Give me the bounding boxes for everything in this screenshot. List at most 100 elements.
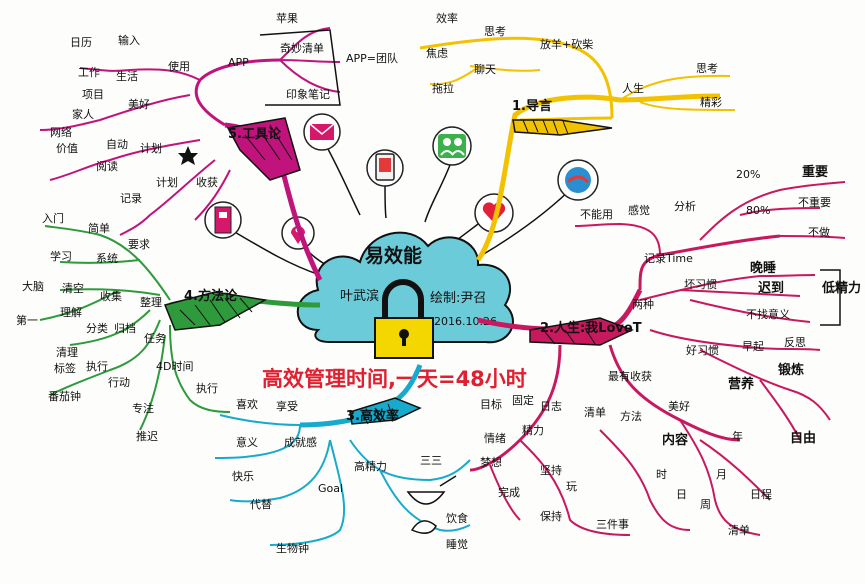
method-item-17: 番茄钟: [48, 389, 81, 403]
life-item-17: 反思: [784, 336, 806, 349]
branch-life-label: 2.人生:我LoveT: [540, 320, 642, 336]
tools-item-15: 网络: [50, 125, 72, 139]
life-item-25: 年: [732, 429, 743, 443]
intro-item-3: 聊天: [474, 62, 496, 76]
intro-item-2: 焦虑: [426, 47, 448, 60]
center-author: 叶武滨: [340, 288, 379, 304]
method-item-14: 标签: [54, 361, 76, 375]
headline: 高效管理时间,一天=48小时: [262, 367, 527, 391]
method-item-20: 行动: [108, 376, 130, 389]
life-item-0: 不能用: [580, 207, 613, 221]
eff-item-4: 快乐: [232, 470, 254, 483]
life-item-19: 锻炼: [778, 362, 804, 378]
tools-item-12: 价值: [56, 142, 78, 155]
branch-tools-label: 5.工具论: [228, 126, 282, 142]
life-item-5: 重要: [802, 164, 828, 180]
life-item-43: 三件事: [596, 518, 629, 531]
center-note-by: 绘制:尹召: [430, 291, 486, 306]
intro-item-9: 精彩: [700, 96, 722, 109]
sleep-icon: [410, 520, 437, 534]
bowl-icon: [406, 475, 457, 505]
tools-item-13: 美好: [128, 97, 150, 111]
tools-item-20: 收获: [196, 175, 218, 189]
method-item-9: 理解: [60, 305, 82, 319]
method-item-6: 清空: [62, 281, 84, 295]
life-item-7: 不做: [808, 225, 830, 239]
tools-item-16: 阅读: [96, 159, 118, 173]
life-item-12: 迟到: [758, 281, 784, 296]
phone-icon: [366, 149, 404, 187]
eff-item-9: 三三: [420, 454, 442, 467]
method-item-3: 学习: [50, 249, 72, 263]
center-cloud: 易效能 叶武滨 绘制:尹召 2016.10.26: [296, 231, 514, 344]
dish-icon: [557, 159, 599, 201]
life-item-15: 好习惯: [686, 343, 719, 357]
life-item-24: 内容: [662, 432, 688, 448]
life-item-6: 不重要: [798, 195, 831, 209]
method-item-2: 要求: [128, 238, 150, 251]
method-item-12: 分类: [86, 321, 108, 335]
tools-item-17: 计划: [140, 142, 162, 155]
life-item-21: 最有收获: [608, 369, 652, 383]
intro-item-1: 思考: [484, 25, 506, 38]
method-item-21: 推迟: [136, 429, 158, 443]
branch-efficiency-label: 3.高效率: [346, 408, 399, 424]
lock-icon: [374, 279, 434, 359]
eff-item-10: 饮食: [446, 511, 468, 525]
life-item-22: 美好: [668, 399, 690, 413]
method-item-16: 执行: [86, 359, 108, 373]
eff-item-0: 喜欢: [236, 397, 258, 411]
tools-item-19: 计划: [156, 176, 178, 189]
intro-item-8: 思考: [696, 62, 718, 75]
life-item-26: 月: [716, 468, 727, 481]
method-item-19: 专注: [132, 401, 154, 415]
life-item-3: 20%: [736, 168, 760, 181]
branch-life: 2.人生:我LoveT 不能用 感觉 分析 20% 80% 重要 不重要 不做 …: [469, 164, 861, 537]
tools-item-11: 项目: [82, 88, 104, 101]
tools-item-1: 输入: [118, 33, 140, 47]
life-item-41: 保持: [540, 509, 562, 523]
life-item-34: 日志: [540, 400, 562, 413]
life-item-14: 低精力: [821, 280, 861, 296]
intro-item-7: 人生: [622, 81, 644, 95]
method-item-13: 归档: [114, 321, 136, 335]
life-item-40: 坚持: [540, 463, 562, 477]
method-item-15: 任务: [144, 332, 166, 345]
eff-item-1: 享受: [276, 399, 298, 413]
eff-item-8: 高精力: [354, 459, 387, 473]
life-item-31: 日程: [750, 488, 772, 501]
mail-icon: [303, 113, 341, 151]
method-item-1: 简单: [88, 221, 110, 235]
life-item-36: 情绪: [484, 431, 506, 445]
life-item-30: 清单: [728, 524, 750, 537]
method-item-0: 入门: [42, 211, 64, 225]
branch-efficiency: 3.高效率 喜欢 享受 意义 成就感 快乐 代替 Goal 生物钟 高精力 三三…: [214, 364, 471, 555]
tools-item-8: 印象笔记: [286, 87, 330, 101]
life-item-18: 营养: [728, 376, 755, 392]
method-item-18: 4D时间: [156, 360, 193, 373]
intro-item-6: 放羊+砍柴: [540, 37, 593, 51]
eff-item-5: 代替: [250, 497, 272, 511]
life-item-11: 晚睡: [750, 260, 776, 276]
branch-method: 4.方法论 入门 简单 要求 学习 系统 大脑 清空 收集 第一 理解 整理 清…: [16, 211, 321, 443]
method-item-10: 整理: [140, 295, 162, 309]
life-item-28: 时: [656, 468, 667, 481]
tools-item-18: 记录: [120, 192, 142, 205]
tools-item-14: 自动: [106, 138, 128, 151]
people-icon: [432, 126, 472, 166]
life-item-23: 方法: [620, 409, 642, 423]
life-item-20: 自由: [790, 430, 816, 446]
tools-item-9: APP=团队: [346, 51, 398, 65]
branch-intro-label: 1.导言: [512, 98, 552, 114]
life-item-4: 80%: [746, 204, 770, 217]
eff-item-11: 睡觉: [446, 538, 468, 551]
branch-tools: 5.工具论 日历 输入 工作 生活 使用 APP 苹果 奇妙清单 印象笔记 AP…: [39, 11, 398, 282]
life-item-8: 记录Time: [644, 252, 693, 265]
life-item-2: 分析: [674, 199, 696, 213]
intro-item-4: 拖拉: [432, 81, 454, 95]
life-item-10: 坏习惯: [684, 277, 717, 291]
method-item-7: 收集: [100, 289, 122, 303]
method-item-11: 清理: [56, 346, 78, 359]
tools-item-3: 生活: [116, 69, 138, 83]
